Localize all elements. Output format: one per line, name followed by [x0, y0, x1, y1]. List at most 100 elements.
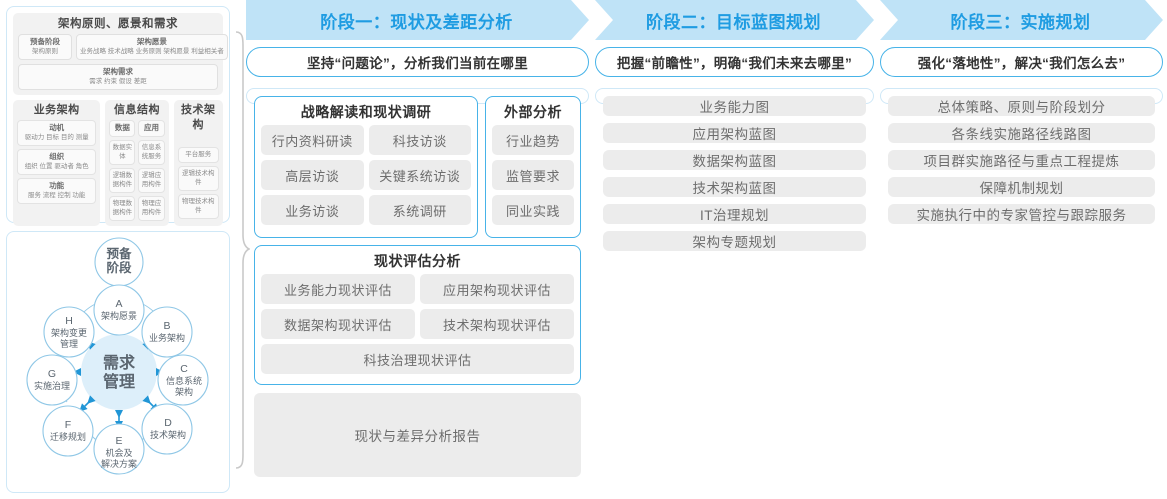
phase-3-band: 阶段三：实施规划: [880, 0, 1163, 40]
phase-2-panel: 业务能力图 应用架构蓝图 数据架构蓝图 技术架构蓝图 IT治理规划 架构专题规划: [595, 88, 874, 251]
adm-phase-f-key: F: [65, 419, 71, 431]
phase-3-band-shape: [880, 0, 1163, 40]
phase-column-3: 阶段三：实施规划 强化“落地性”，解决“我们怎么去” 总体策略、原则与阶段划分 …: [880, 0, 1163, 224]
phase-1-band-shape: [246, 0, 589, 40]
phase-2-subtitle[interactable]: 把握“前瞻性”，明确“我们未来去哪里”: [595, 47, 874, 77]
pillar-technology-architecture: 技术架构 平台服务 逻辑技术构件 物理技术构件: [173, 100, 223, 226]
adm-phase-d-label: 技术架构: [150, 429, 186, 440]
tile-item[interactable]: 业务能力图: [603, 96, 866, 116]
adm-svg: 预备 阶段 A 架构愿景 B 业务架构 C 信息系统 架构 D 技术架构 E 机…: [26, 237, 209, 475]
pillar-business-architecture: 业务架构 动机 驱动力 目标 目的 测量 组织 组织 位置 驱动者 角色 功能: [13, 100, 101, 226]
adm-center-circle: [81, 334, 157, 410]
group-strategy-research: 战略解读和现状调研 行内资料研读 科技访谈 高层访谈 关键系统访谈 业务访谈 系…: [254, 96, 478, 238]
pillar-business-item: 组织 组织 位置 驱动者 角色: [17, 149, 97, 175]
tile-item[interactable]: 科技访谈: [368, 125, 471, 155]
tile-item[interactable]: IT治理规划: [603, 204, 866, 224]
phase-3-panel: 总体策略、原则与阶段划分 各条线实施路径线路图 项目群实施路径与重点工程提炼 保…: [880, 88, 1163, 224]
phase-1-panel: 战略解读和现状调研 行内资料研读 科技访谈 高层访谈 关键系统访谈 业务访谈 系…: [246, 88, 589, 477]
prelim-chip-title: 预备阶段: [30, 37, 60, 46]
phase-2-band: 阶段二：目标蓝图规划: [595, 0, 874, 40]
group-external-title: 外部分析: [504, 104, 562, 120]
framework-title: 架构原则、愿景和需求: [58, 18, 178, 30]
pillar-info-app-item: 信息系统服务: [138, 140, 165, 165]
tile-item[interactable]: 行业趋势: [492, 125, 574, 155]
tile-item[interactable]: 系统调研: [368, 195, 471, 225]
tile-item[interactable]: 保障机制规划: [888, 177, 1155, 197]
adm-phase-h-label-1: 架构变更: [51, 327, 87, 338]
requirements-chip-sub: 需求 约束 假设 差距: [89, 78, 147, 85]
phase-column-2: 阶段二：目标蓝图规划 把握“前瞻性”，明确“我们未来去哪里” 业务能力图 应用架…: [595, 0, 874, 251]
vision-chip-title: 架构愿景: [136, 37, 167, 46]
tile-item[interactable]: 架构专题规划: [603, 231, 866, 251]
pillar-business-title: 业务架构: [33, 104, 80, 116]
group-external-analysis: 外部分析 行业趋势 监管要求 同业实践: [485, 96, 581, 238]
adm-phase-g-label: 实施治理: [34, 380, 70, 391]
phase-2-band-shape: [595, 0, 874, 40]
phase-1-band: 阶段一：现状及差距分析: [246, 0, 589, 40]
adm-phase-e-key: E: [115, 435, 122, 447]
tile-item[interactable]: 同业实践: [492, 195, 574, 225]
pillar-tech-item: 逻辑技术构件: [177, 166, 219, 191]
group-assessment-title: 现状评估分析: [374, 253, 461, 269]
adm-phase-g-key: G: [48, 368, 56, 380]
phase-1-subtitle[interactable]: 坚持“问题论”，分析我们当前在哪里: [246, 47, 589, 77]
tile-item[interactable]: 技术架构现状评估: [420, 309, 574, 339]
adm-phase-e: [93, 423, 145, 475]
pillar-info-data-item: 数据实体: [109, 140, 136, 165]
tile-item[interactable]: 数据架构蓝图: [603, 150, 866, 170]
pillar-technology-title: 技术架构: [181, 104, 216, 131]
tile-item[interactable]: 总体策略、原则与阶段划分: [888, 96, 1155, 116]
tile-item[interactable]: 关键系统访谈: [368, 160, 471, 190]
adm-phase-f: [42, 405, 94, 457]
pillar-info-data-head: 数据: [109, 120, 136, 137]
tile-item[interactable]: 行内资料研读: [261, 125, 364, 155]
prelim-chip: 预备阶段 架构原则: [18, 34, 72, 60]
vision-chip: 架构愿景 业务战略 技术战略 业务原则 架构愿景 利益相关者: [76, 34, 228, 60]
adm-phase-e-label-2: 解决方案: [101, 458, 137, 469]
adm-phase-c-key: C: [180, 363, 188, 375]
adm-prelim-label-1: 预备: [106, 246, 132, 261]
tile-report[interactable]: 现状与差异分析报告: [254, 393, 581, 477]
tile-item[interactable]: 数据架构现状评估: [261, 309, 415, 339]
requirements-chip: 架构需求 需求 约束 假设 差距: [18, 64, 218, 90]
framework-header-section: 架构原则、愿景和需求 预备阶段 架构原则 架构愿景 业务战略 技术战略 业务原则…: [13, 13, 228, 95]
requirements-chip-title: 架构需求: [103, 67, 133, 76]
pillar-information-title: 信息结构: [113, 104, 160, 116]
pillar-business-item: 功能 服务 流程 控制 功能: [17, 178, 97, 204]
tile-item[interactable]: 技术架构蓝图: [603, 177, 866, 197]
phase-2-title: 阶段二：目标蓝图规划: [646, 12, 821, 32]
tile-item[interactable]: 高层访谈: [261, 160, 364, 190]
phase-column-1: 阶段一：现状及差距分析 坚持“问题论”，分析我们当前在哪里 战略解读和现状调研 …: [246, 0, 589, 477]
framework-pillars: 业务架构 动机 驱动力 目标 目的 测量 组织 组织 位置 驱动者 角色 功能: [13, 100, 223, 226]
pillar-tech-item: 物理技术构件: [177, 194, 219, 219]
phase-3-subtitle[interactable]: 强化“落地性”，解决“我们怎么去”: [880, 47, 1163, 77]
tile-item[interactable]: 实施执行中的专家管控与跟踪服务: [888, 204, 1155, 224]
adm-phase-b: [141, 306, 193, 358]
tile-item[interactable]: 业务访谈: [261, 195, 364, 225]
pillar-business-item: 动机 驱动力 目标 目的 测量: [17, 120, 97, 146]
adm-center-label-2: 管理: [103, 372, 135, 391]
tile-item[interactable]: 业务能力现状评估: [261, 274, 415, 304]
pillar-info-app-item: 逻辑应用构件: [138, 168, 165, 193]
adm-phase-e-label-1: 机会及: [105, 447, 132, 458]
tile-item[interactable]: 项目群实施路径与重点工程提炼: [888, 150, 1155, 170]
phase-3-title: 阶段三：实施规划: [950, 12, 1091, 32]
adm-phase-c-label-2: 架构: [175, 386, 193, 397]
adm-phase-g: [26, 354, 78, 406]
tile-item[interactable]: 科技治理现状评估: [261, 344, 574, 374]
adm-phase-f-label: 迁移规划: [50, 431, 86, 442]
adm-phase-h-key: H: [65, 315, 73, 327]
adm-phase-c-label-1: 信息系统: [166, 375, 202, 386]
tile-item[interactable]: 监管要求: [492, 160, 574, 190]
adm-cycle-diagram: 预备 阶段 A 架构愿景 B 业务架构 C 信息系统 架构 D 技术架构 E 机…: [6, 231, 230, 493]
pillar-info-data-item: 逻辑数据构件: [109, 168, 136, 193]
tile-item[interactable]: 应用架构蓝图: [603, 123, 866, 143]
adm-phase-a: [93, 284, 145, 336]
adm-phase-d: [141, 403, 193, 455]
adm-phase-h-label-2: 管理: [60, 338, 78, 349]
tile-item[interactable]: 应用架构现状评估: [420, 274, 574, 304]
group-strategy-title: 战略解读和现状调研: [300, 104, 432, 120]
togaf-framework-box: 架构原则、愿景和需求 预备阶段 架构原则 架构愿景 业务战略 技术战略 业务原则…: [6, 6, 230, 278]
tile-item[interactable]: 各条线实施路径线路图: [888, 123, 1155, 143]
pillar-info-app-head: 应用: [138, 120, 165, 137]
